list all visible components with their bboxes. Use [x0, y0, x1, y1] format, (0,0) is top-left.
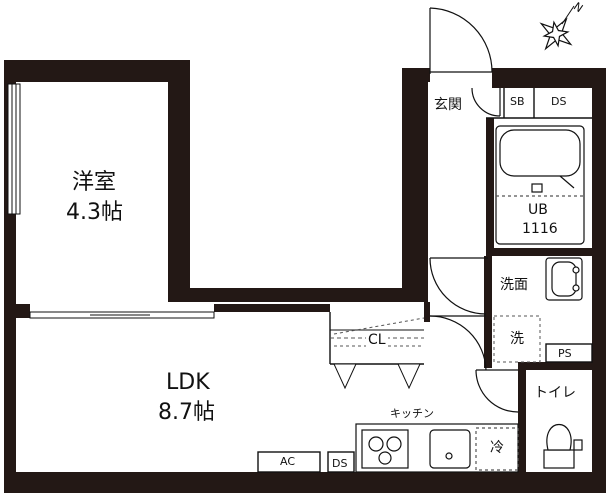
washer-space — [493, 315, 541, 363]
wall-wash-left — [484, 256, 492, 368]
closet-hanger-right — [397, 363, 421, 390]
fridge-space — [475, 427, 519, 471]
window-left — [7, 83, 21, 215]
sink — [429, 429, 471, 469]
western-room-name: 洋室 — [72, 170, 117, 195]
wall-bottom — [4, 472, 606, 493]
ldk-name: LDK — [166, 370, 210, 395]
sliding-door-western — [29, 311, 215, 319]
kitchen-counter — [355, 423, 519, 473]
toilet-label: トイレ — [534, 385, 576, 401]
ac-label: AC — [280, 455, 296, 468]
closet-hanger-left — [333, 363, 357, 390]
wall-bath-left — [486, 118, 494, 248]
wall-bath-bottom — [486, 248, 592, 256]
cl-label: CL — [366, 332, 388, 348]
bathtub — [499, 129, 581, 177]
entrance-label: 玄関 — [434, 97, 462, 113]
toilet-fixture — [543, 424, 583, 469]
wall-horizontal-middle — [168, 288, 416, 302]
wall-entrance-left — [402, 68, 428, 302]
washer-label: 洗 — [510, 331, 524, 347]
wall-toilet-left — [518, 362, 526, 474]
entrance-step-arc — [471, 87, 501, 117]
wall-top-right-a — [402, 68, 430, 82]
wall-kitchen-corner — [424, 302, 430, 322]
wall-top-right-b — [492, 68, 606, 88]
kitchen-label: キッチン — [390, 407, 434, 420]
washbasin — [545, 257, 583, 301]
toilet-door — [475, 369, 519, 413]
walls — [4, 60, 606, 493]
wall-toilet-top — [518, 362, 592, 370]
wall-ldk-top-mid — [214, 304, 330, 312]
sb-label: SB — [510, 95, 525, 108]
closet — [330, 317, 425, 390]
compass-icon — [539, 5, 575, 51]
wall-western-right — [168, 60, 190, 300]
wash-door — [429, 257, 488, 315]
western-room-size: 4.3帖 — [66, 200, 123, 225]
ds-bottom-box — [327, 451, 355, 473]
ldk-size: 8.7帖 — [158, 400, 215, 425]
unit-bath — [495, 125, 585, 245]
entrance-door — [429, 7, 501, 117]
ps-label: PS — [558, 347, 572, 360]
ds-bottom-label: DS — [332, 457, 348, 470]
ldk-door — [429, 315, 487, 371]
ds-top-label: DS — [551, 95, 567, 108]
washroom-label: 洗面 — [500, 277, 528, 293]
fridge-label: 冷 — [490, 440, 504, 456]
wall-right-outer — [592, 68, 606, 493]
ac-box — [257, 451, 321, 473]
ps-box — [545, 343, 593, 363]
wall-top-left — [4, 60, 190, 82]
bath-name: UB — [528, 202, 548, 218]
bath-size: 1116 — [522, 221, 558, 237]
wall-western-bottom-left — [4, 304, 30, 318]
